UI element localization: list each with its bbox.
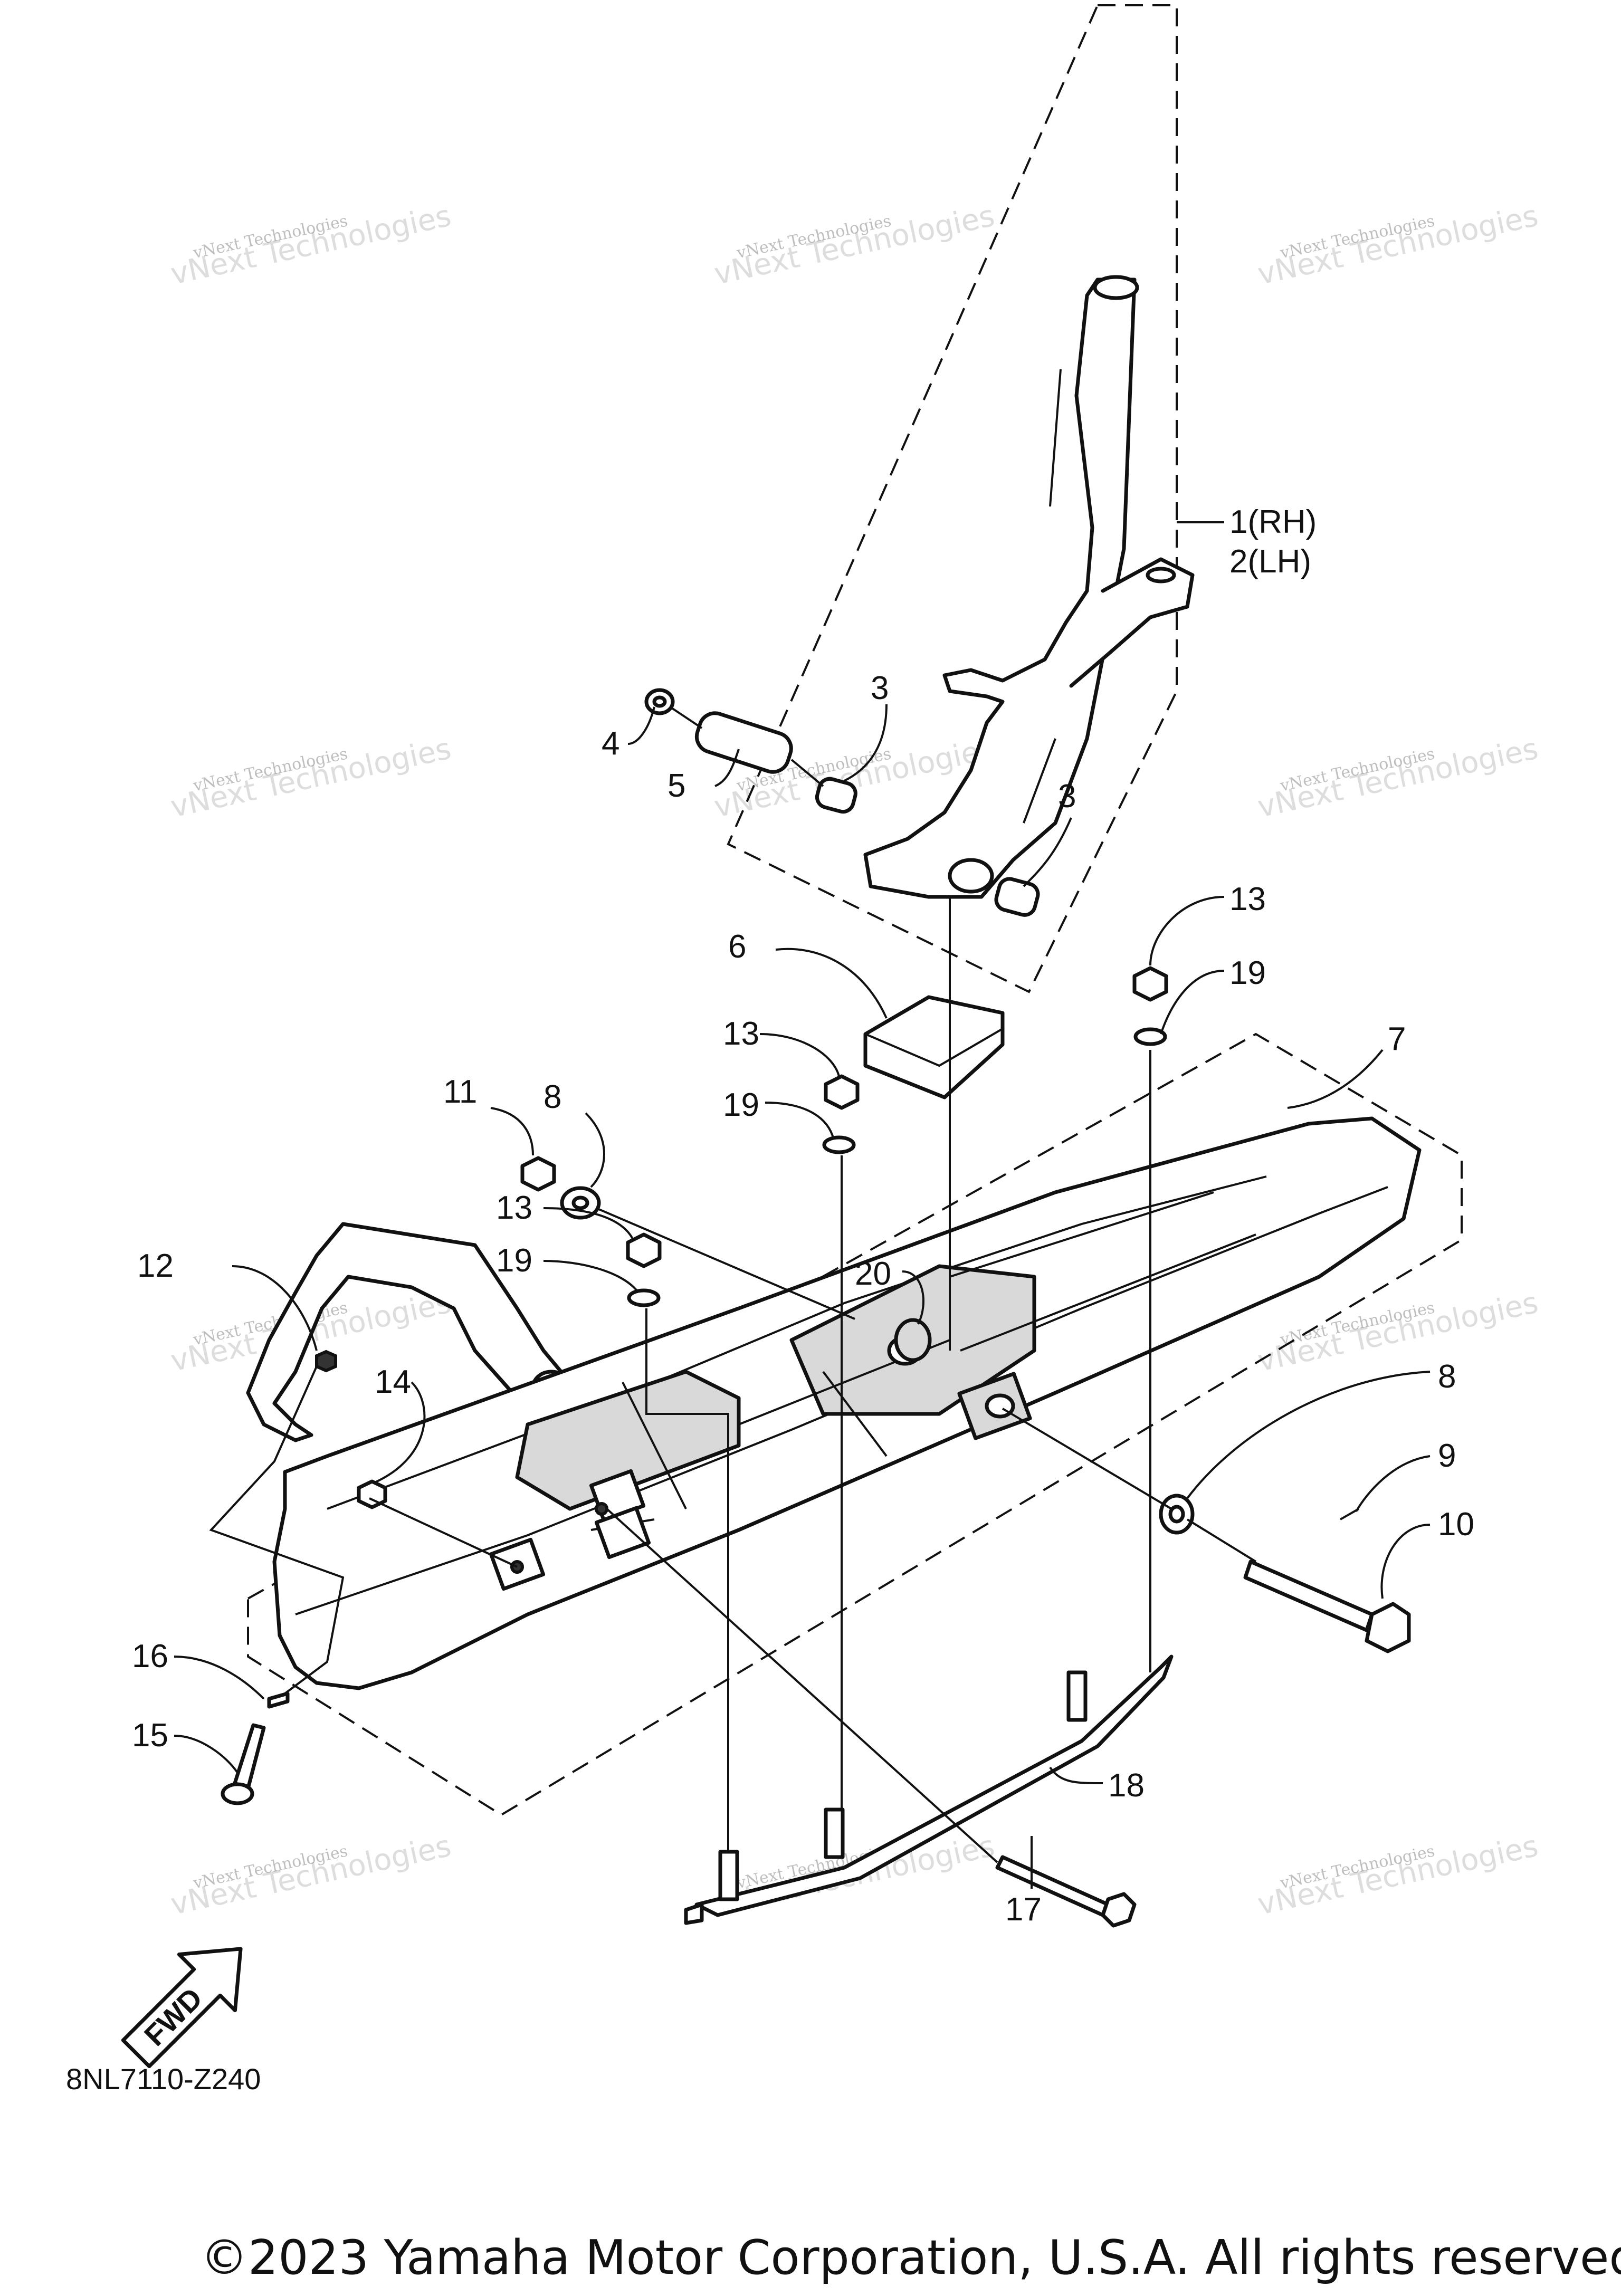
callout-3: 3 bbox=[871, 670, 889, 706]
callout-labels: 1(RH) 2(LH) 3 3 4 5 6 7 8 8 9 10 11 12 1… bbox=[132, 504, 1474, 1928]
callout-5: 5 bbox=[668, 768, 685, 804]
bushing-3-left bbox=[815, 777, 857, 814]
nut-13-mid bbox=[824, 1074, 860, 1110]
copyright-notice: ©2023 Yamaha Motor Corporation, U.S.A. A… bbox=[201, 2230, 1621, 2285]
leader-lines bbox=[174, 521, 1431, 1889]
fwd-arrow-icon: FWD bbox=[121, 1947, 243, 2069]
washer-19-mid bbox=[822, 1135, 856, 1154]
callout-11: 11 bbox=[443, 1074, 477, 1110]
callout-6: 6 bbox=[728, 929, 746, 965]
bushing-3-right bbox=[994, 877, 1040, 917]
nut-14-handle bbox=[315, 1350, 337, 1373]
bolt-17 bbox=[995, 1855, 1137, 1928]
callout-19: 19 bbox=[723, 1087, 759, 1123]
bolt-15 bbox=[221, 1723, 266, 1805]
ski-body-7 bbox=[272, 1116, 1422, 1690]
callout-8: 8 bbox=[543, 1079, 561, 1115]
callout-14: 14 bbox=[375, 1364, 411, 1400]
washer-19-left bbox=[627, 1288, 661, 1307]
callout-7: 7 bbox=[1388, 1021, 1406, 1057]
callout-8: 8 bbox=[1438, 1359, 1456, 1395]
washer-4 bbox=[644, 688, 675, 715]
callout-12: 12 bbox=[137, 1248, 174, 1284]
callout-20: 20 bbox=[855, 1256, 891, 1292]
nut-13-left bbox=[626, 1232, 662, 1268]
callout-1: 1(RH) bbox=[1229, 504, 1317, 540]
callout-19: 19 bbox=[496, 1242, 532, 1279]
assembly-lines bbox=[209, 706, 1257, 1863]
callout-9: 9 bbox=[1438, 1438, 1456, 1474]
callout-13: 13 bbox=[496, 1190, 532, 1226]
callout-15: 15 bbox=[132, 1717, 168, 1754]
callout-3: 3 bbox=[1058, 778, 1076, 815]
callout-17: 17 bbox=[1005, 1891, 1042, 1928]
callout-18: 18 bbox=[1108, 1767, 1145, 1804]
assembly-outline-spindle bbox=[727, 4, 1178, 993]
damper-pad-6 bbox=[863, 995, 1005, 1099]
diagram-code: 8NL7110-Z240 bbox=[66, 2062, 261, 2096]
washer-19-top bbox=[1133, 1027, 1167, 1046]
runner-18 bbox=[684, 1654, 1174, 1925]
callout-2: 2(LH) bbox=[1229, 543, 1311, 580]
callout-16: 16 bbox=[132, 1638, 168, 1675]
assembly-outline-ski bbox=[247, 1032, 1463, 1816]
nut-11 bbox=[520, 1156, 556, 1192]
collar-20 bbox=[894, 1318, 932, 1362]
washer-16 bbox=[267, 1691, 290, 1709]
callout-13: 13 bbox=[723, 1016, 759, 1052]
callout-19: 19 bbox=[1229, 955, 1266, 991]
nut-14 bbox=[357, 1479, 387, 1509]
callout-4: 4 bbox=[602, 725, 619, 762]
washer-8-right bbox=[1159, 1494, 1195, 1535]
ski-spindle bbox=[863, 275, 1195, 899]
callout-10: 10 bbox=[1438, 1506, 1474, 1543]
bolt-10 bbox=[1243, 1560, 1411, 1653]
collar-5 bbox=[694, 711, 793, 774]
callout-13: 13 bbox=[1229, 881, 1266, 917]
nut-13-top bbox=[1132, 966, 1168, 1002]
